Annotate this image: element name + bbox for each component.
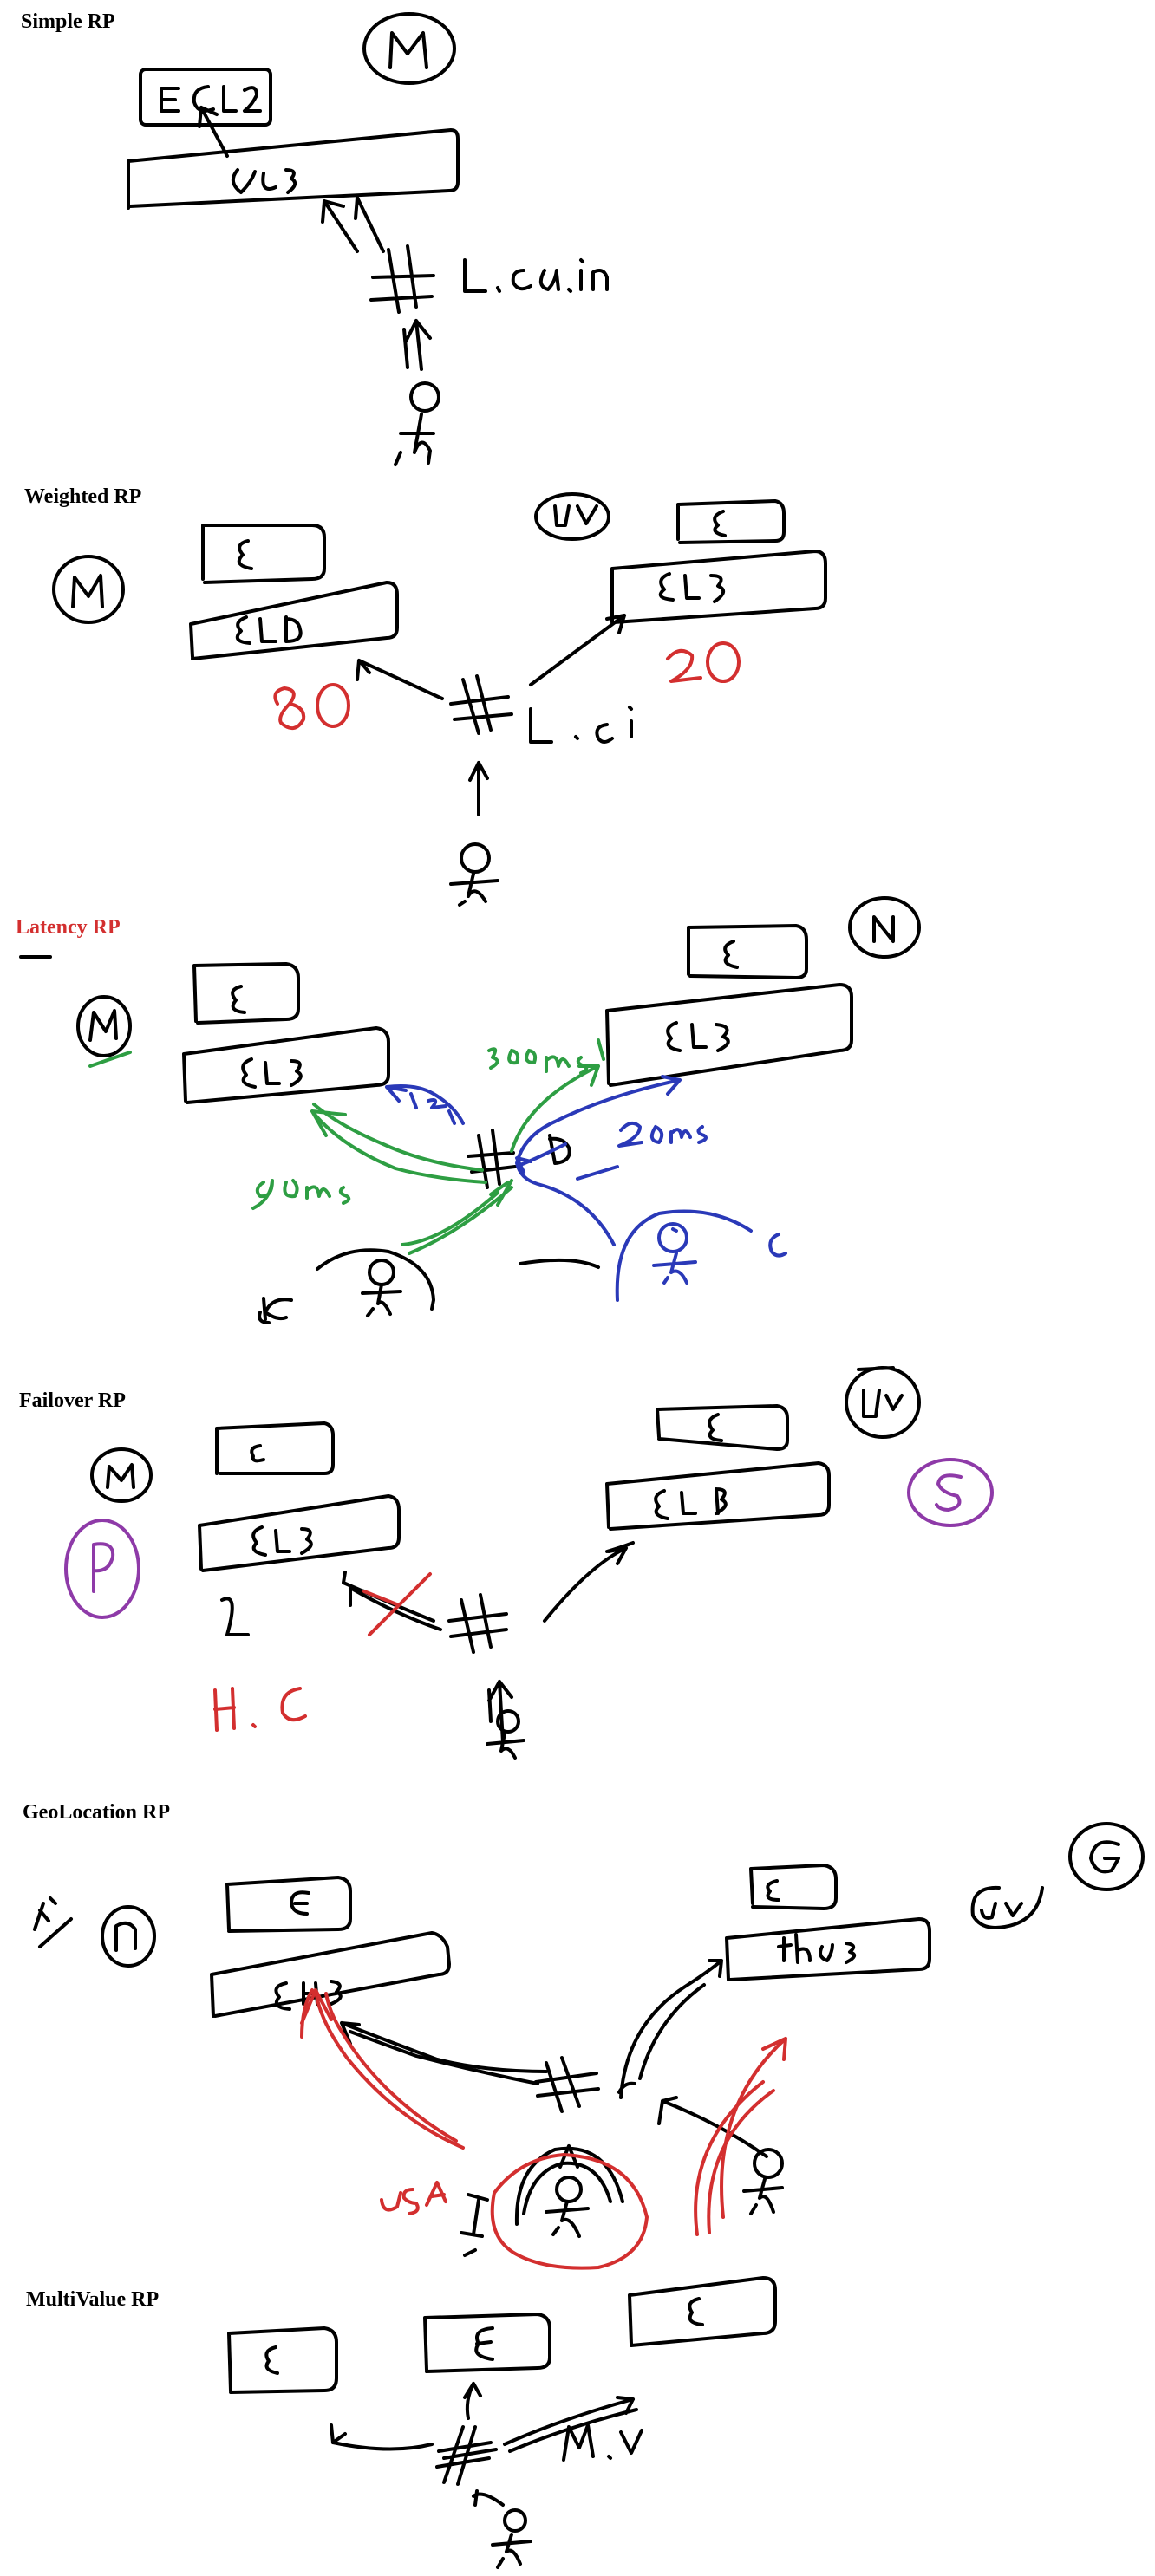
simple-rp-diagram [127,12,609,466]
latency-rp-diagram [19,896,921,1324]
failover-rp-diagram [64,1366,994,1760]
failover-rp-title: Failover RP [19,1389,126,1412]
geolocation-rp-title: GeoLocation RP [23,1801,170,1824]
weighted-rp-title: Weighted RP [24,485,142,508]
geolocation-rp-diagram [33,1822,1145,2270]
simple-rp-title: Simple RP [21,10,115,33]
multivalue-rp-diagram [227,2276,777,2569]
latency-rp-title: Latency RP [16,916,121,939]
weighted-rp-diagram [52,492,827,907]
multivalue-rp-title: MultiValue RP [26,2288,160,2311]
